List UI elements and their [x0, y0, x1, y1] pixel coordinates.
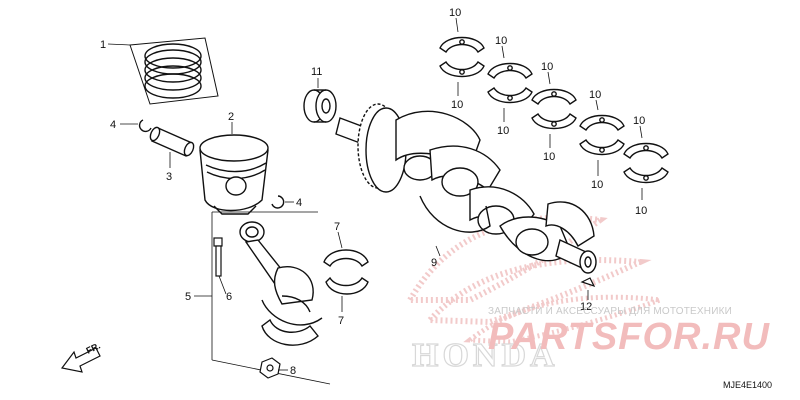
main-bearing-pair[interactable] — [531, 88, 577, 130]
callout-10: 10 — [451, 99, 463, 111]
watermark-site-logo: PARTSFOR.RU — [488, 316, 770, 358]
honda-logo-text: HONDA — [412, 337, 559, 374]
honda-wing-watermark — [404, 214, 661, 345]
callout-4-left: 4 — [110, 119, 116, 131]
connecting-rod-bolt[interactable] — [213, 237, 223, 277]
piston[interactable] — [199, 134, 269, 215]
main-bearing-pair[interactable] — [579, 114, 625, 156]
callout-3: 3 — [166, 171, 172, 183]
piston-pin[interactable] — [148, 126, 195, 157]
piston-pin-clip[interactable] — [271, 195, 285, 209]
callout-10: 10 — [497, 125, 509, 137]
callout-11: 11 — [311, 66, 322, 78]
front-direction-arrow: FR. — [60, 340, 102, 373]
callout-10: 10 — [543, 151, 555, 163]
main-bearing-pair[interactable] — [439, 36, 485, 78]
connecting-rod-cap[interactable] — [261, 295, 319, 346]
callout-6: 6 — [226, 291, 232, 303]
connecting-rod[interactable] — [239, 221, 323, 326]
crankshaft[interactable] — [335, 103, 597, 274]
woodruff-key[interactable] — [580, 277, 596, 288]
callout-10: 10 — [633, 115, 645, 127]
callout-9: 9 — [431, 257, 437, 269]
main-bearing-pair[interactable] — [487, 62, 533, 104]
callout-12: 12 — [580, 301, 592, 313]
callout-1: 1 — [100, 39, 106, 51]
callout-8: 8 — [290, 365, 296, 377]
piston-pin-clip[interactable] — [138, 119, 152, 133]
crankshaft-gear[interactable] — [303, 89, 337, 123]
callout-10: 10 — [495, 35, 507, 47]
callout-4-right: 4 — [296, 197, 302, 209]
callout-7-upper: 7 — [334, 221, 340, 233]
main-bearing-pairs — [439, 36, 669, 184]
callout-5: 5 — [185, 291, 191, 303]
piston-ring-set[interactable] — [129, 37, 219, 105]
diagram-code: MJE4E1400 — [722, 380, 772, 390]
callout-7-lower: 7 — [338, 315, 344, 327]
callout-10: 10 — [541, 61, 553, 73]
callout-10: 10 — [591, 179, 603, 191]
connecting-rod-nut[interactable] — [259, 357, 281, 379]
callout-2: 2 — [228, 111, 234, 123]
watermark-tagline: ЗАПЧАСТИ И АКСЕССУАРЫ ДЛЯ МОТОТЕХНИКИ — [488, 306, 733, 317]
connecting-rod-bearing-upper[interactable] — [323, 249, 369, 267]
main-bearing-pair[interactable] — [623, 142, 669, 184]
connecting-rod-bearing-lower[interactable] — [325, 276, 369, 295]
callout-10: 10 — [635, 205, 647, 217]
callout-10: 10 — [589, 89, 601, 101]
callout-10: 10 — [449, 7, 461, 19]
